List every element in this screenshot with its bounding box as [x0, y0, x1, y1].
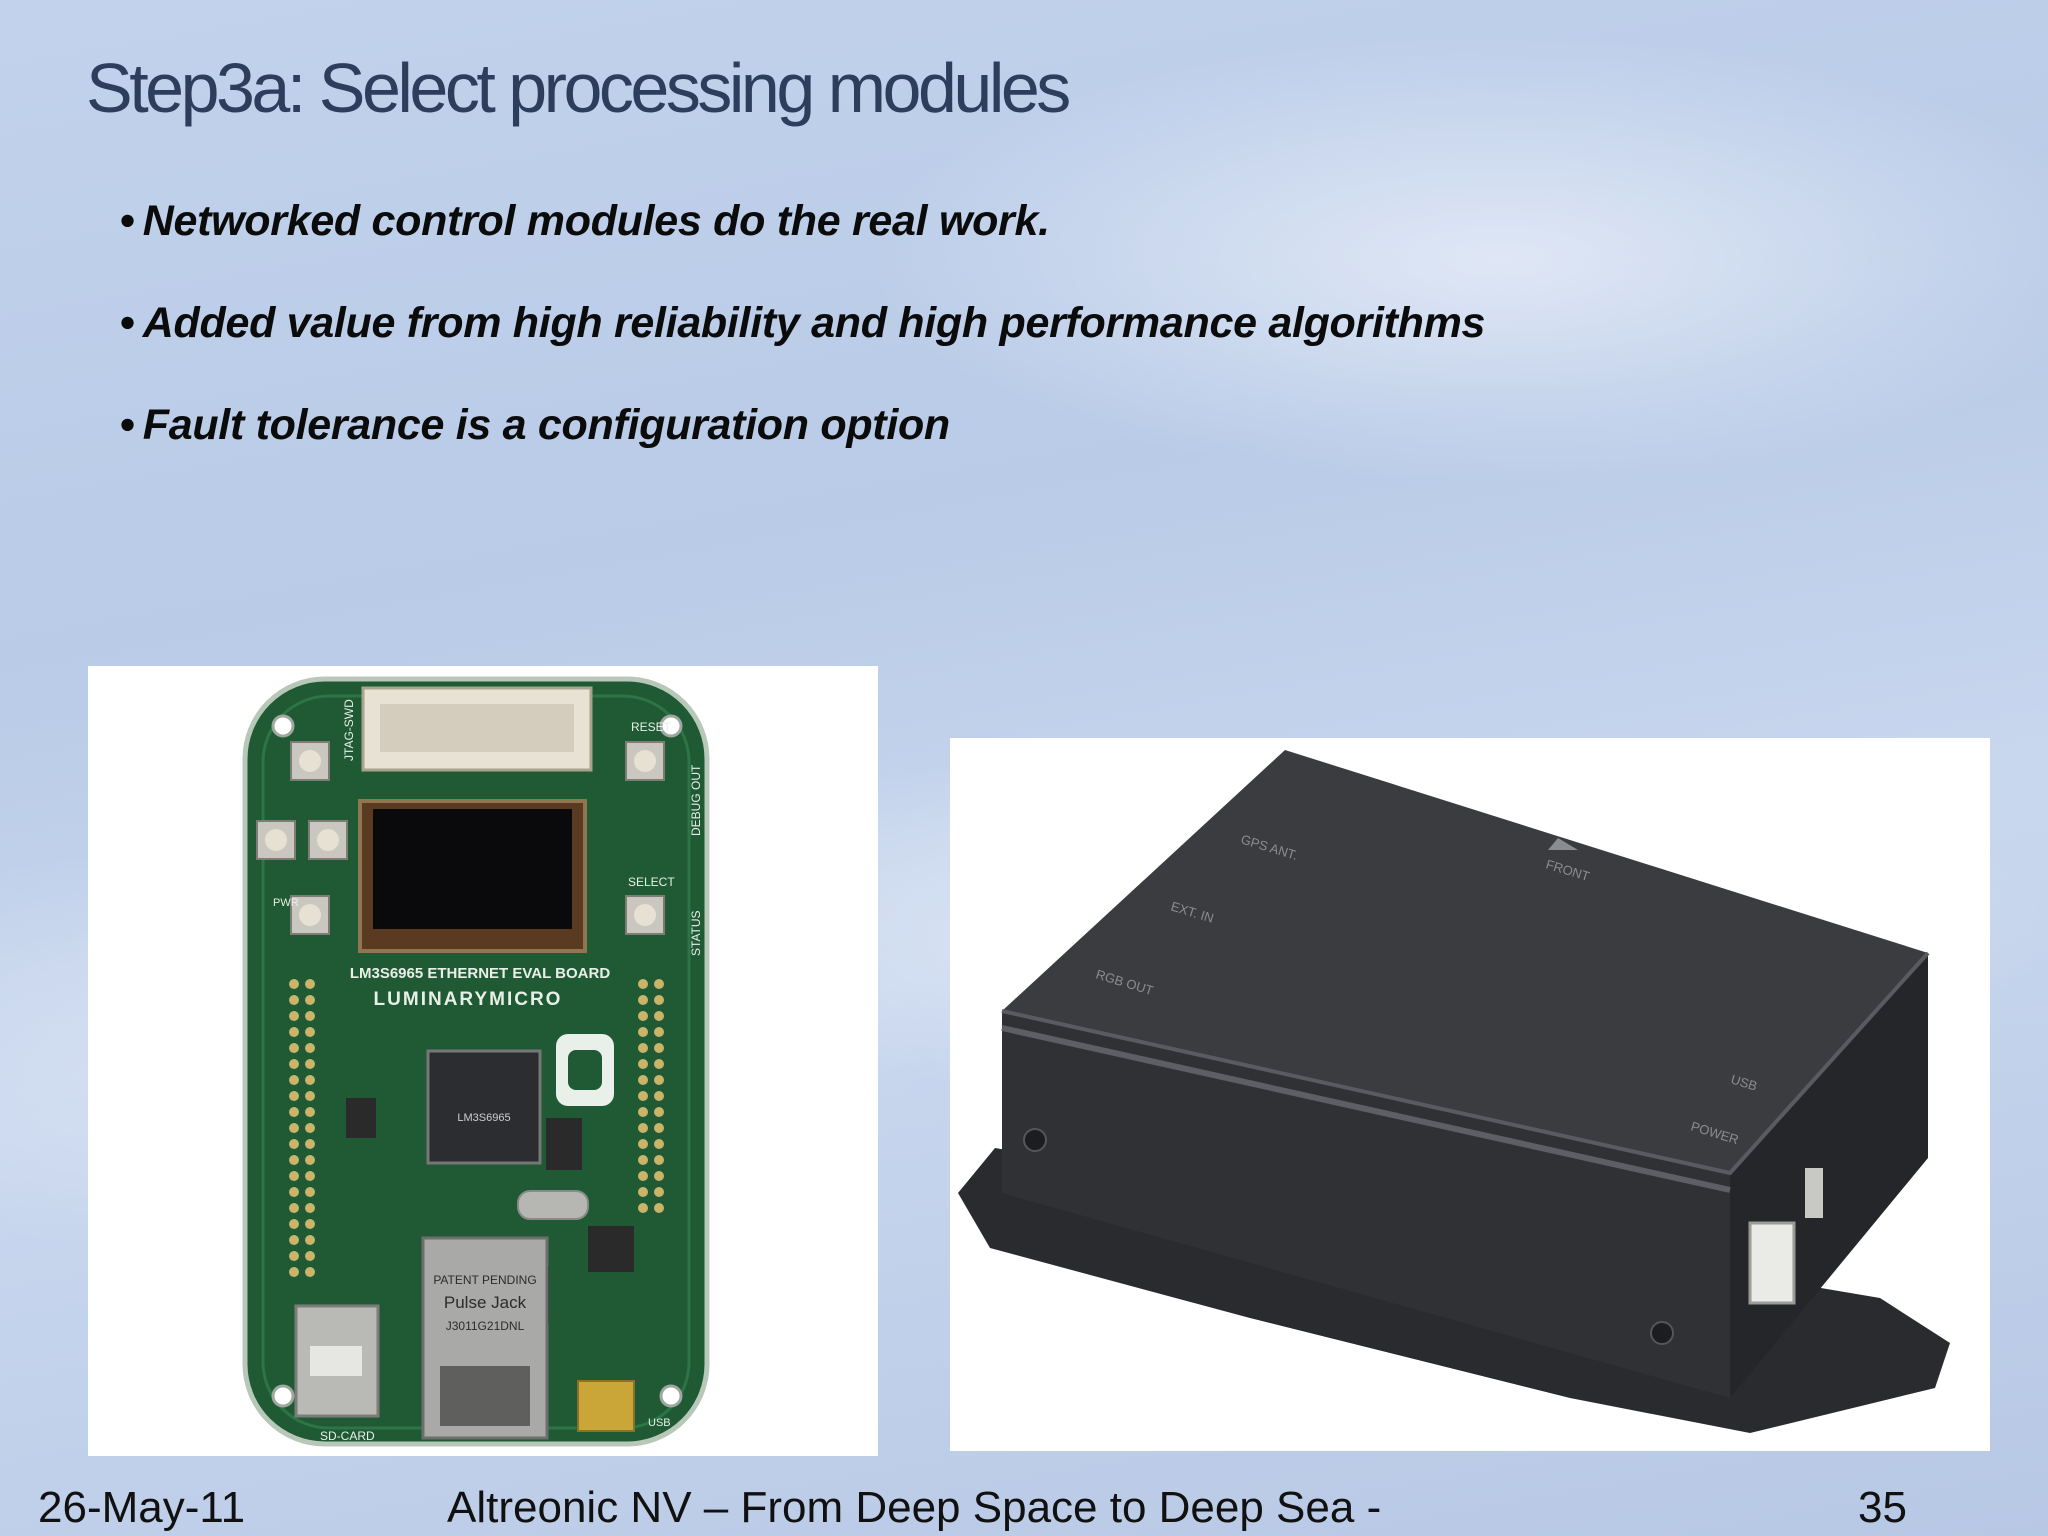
bullet-symbol: •	[120, 299, 135, 347]
pwr-label: PWR	[273, 897, 299, 909]
usb-label: USB	[648, 1417, 671, 1429]
front-arrow-icon	[1548, 838, 1578, 850]
reset-label: RESET	[631, 720, 672, 734]
board-name-label: LM3S6965 ETHERNET EVAL BOARD	[350, 965, 610, 982]
bullet-symbol: •	[120, 401, 135, 449]
slide-title: Step3a: Select processing modules	[86, 49, 1071, 127]
box-front	[1002, 1011, 1730, 1398]
bullet-text: Fault tolerance is a configuration optio…	[142, 401, 950, 449]
processing-box-photo: GPS ANT. EXT. IN RGB OUT FRONT USB POWER	[950, 738, 1990, 1451]
chip-label: LM3S6965	[457, 1112, 510, 1124]
bullet-symbol: •	[120, 197, 135, 245]
eval-board-illustration: LM3S6965 PATENT PENDING Pulse Jack J3011…	[242, 676, 710, 1447]
power-connector	[1748, 1221, 1796, 1305]
jack-text-brand: Pulse Jack	[444, 1293, 527, 1312]
bullet-list: •Networked control modules do the real w…	[120, 196, 1485, 502]
main-chip	[426, 1049, 542, 1165]
page-number: 35	[1858, 1483, 1907, 1532]
bullet-text: Added value from high reliability and hi…	[142, 299, 1486, 347]
jack-text-part: J3011G21DNL	[446, 1319, 525, 1333]
brand-label: LUMINARYMICRO	[374, 989, 563, 1010]
bullet-item: •Added value from high reliability and h…	[120, 298, 1485, 400]
usb-label: USB	[1729, 1072, 1759, 1094]
bullet-item: •Networked control modules do the real w…	[120, 196, 1485, 298]
jtag-label: JTAG-SWD	[342, 699, 356, 761]
select-label: SELECT	[628, 875, 675, 889]
eval-board-photo: LM3S6965 PATENT PENDING Pulse Jack J3011…	[88, 666, 878, 1456]
sd-label: SD-CARD	[320, 1429, 375, 1443]
bullet-item: •Fault tolerance is a configuration opti…	[120, 400, 1485, 502]
processing-box-illustration: GPS ANT. EXT. IN RGB OUT FRONT USB POWER	[958, 750, 1950, 1433]
bullet-text: Networked control modules do the real wo…	[142, 197, 1050, 245]
status-label: STATUS	[689, 910, 703, 956]
jack-text-top: PATENT PENDING	[433, 1273, 536, 1287]
usb-connector	[577, 1380, 635, 1432]
debug-label: DEBUG OUT	[689, 764, 703, 836]
footer-text: Altreonic NV – From Deep Space to Deep S…	[447, 1483, 1382, 1532]
footer-date: 26-May-11	[38, 1483, 246, 1532]
box-top	[1002, 750, 1928, 1173]
crystal	[517, 1190, 589, 1220]
